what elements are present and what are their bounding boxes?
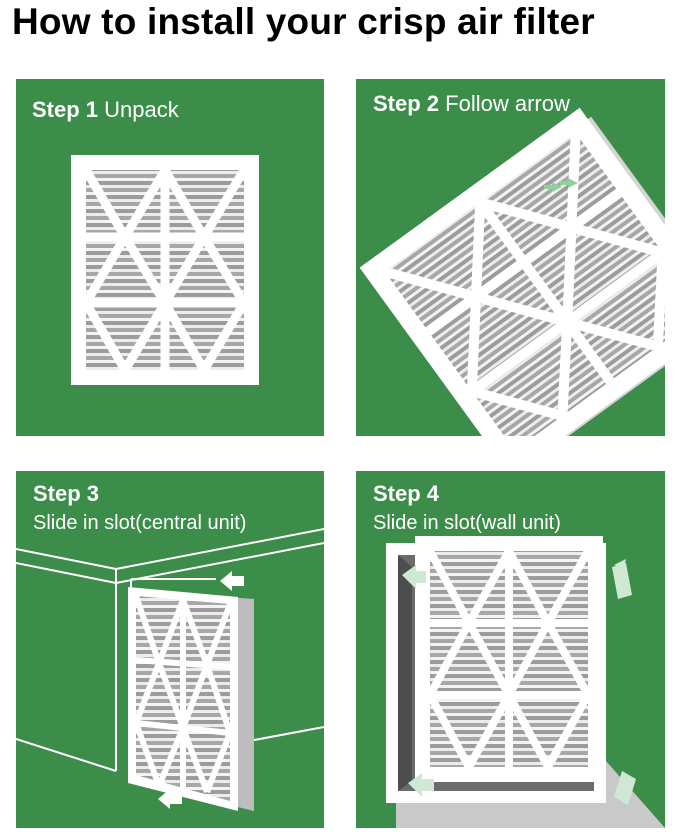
step-1-heading: Step 1 Unpack bbox=[32, 97, 179, 123]
step-3-heading: Step 3 bbox=[33, 481, 99, 507]
step-2-panel: Step 2 Follow arrow bbox=[356, 79, 665, 436]
step-4-heading: Step 4 bbox=[373, 481, 439, 507]
filter-illustration bbox=[71, 155, 259, 385]
step-4-panel: Step 4 Slide in slot(wall unit) bbox=[356, 471, 665, 828]
tilted-filter-illustration bbox=[359, 107, 665, 436]
step-1-label: Step 1 bbox=[32, 97, 99, 122]
step-2-heading: Step 2 Follow arrow bbox=[373, 91, 570, 117]
hvac-duct-illustration bbox=[16, 528, 324, 811]
step-4-text: Slide in slot(wall unit) bbox=[373, 512, 561, 534]
page-title: How to install your crisp air filter bbox=[12, 1, 595, 42]
step-2-text: Follow arrow bbox=[445, 91, 570, 116]
wall-slot-illustration bbox=[386, 536, 665, 828]
airflow-arrow-icon bbox=[158, 571, 244, 809]
step-1-panel: Step 1 Unpack bbox=[16, 79, 324, 436]
step-3-panel: Step 3 Slide in slot(central unit) bbox=[16, 471, 324, 828]
step-3-label: Step 3 bbox=[33, 481, 100, 506]
airflow-arrow-icon bbox=[544, 178, 578, 192]
airflow-arrow-icon bbox=[402, 559, 636, 805]
step-2-label: Step 2 bbox=[373, 91, 440, 116]
step-1-text: Unpack bbox=[104, 97, 179, 122]
step-4-label: Step 4 bbox=[373, 481, 440, 506]
step-3-text: Slide in slot(central unit) bbox=[33, 512, 247, 534]
